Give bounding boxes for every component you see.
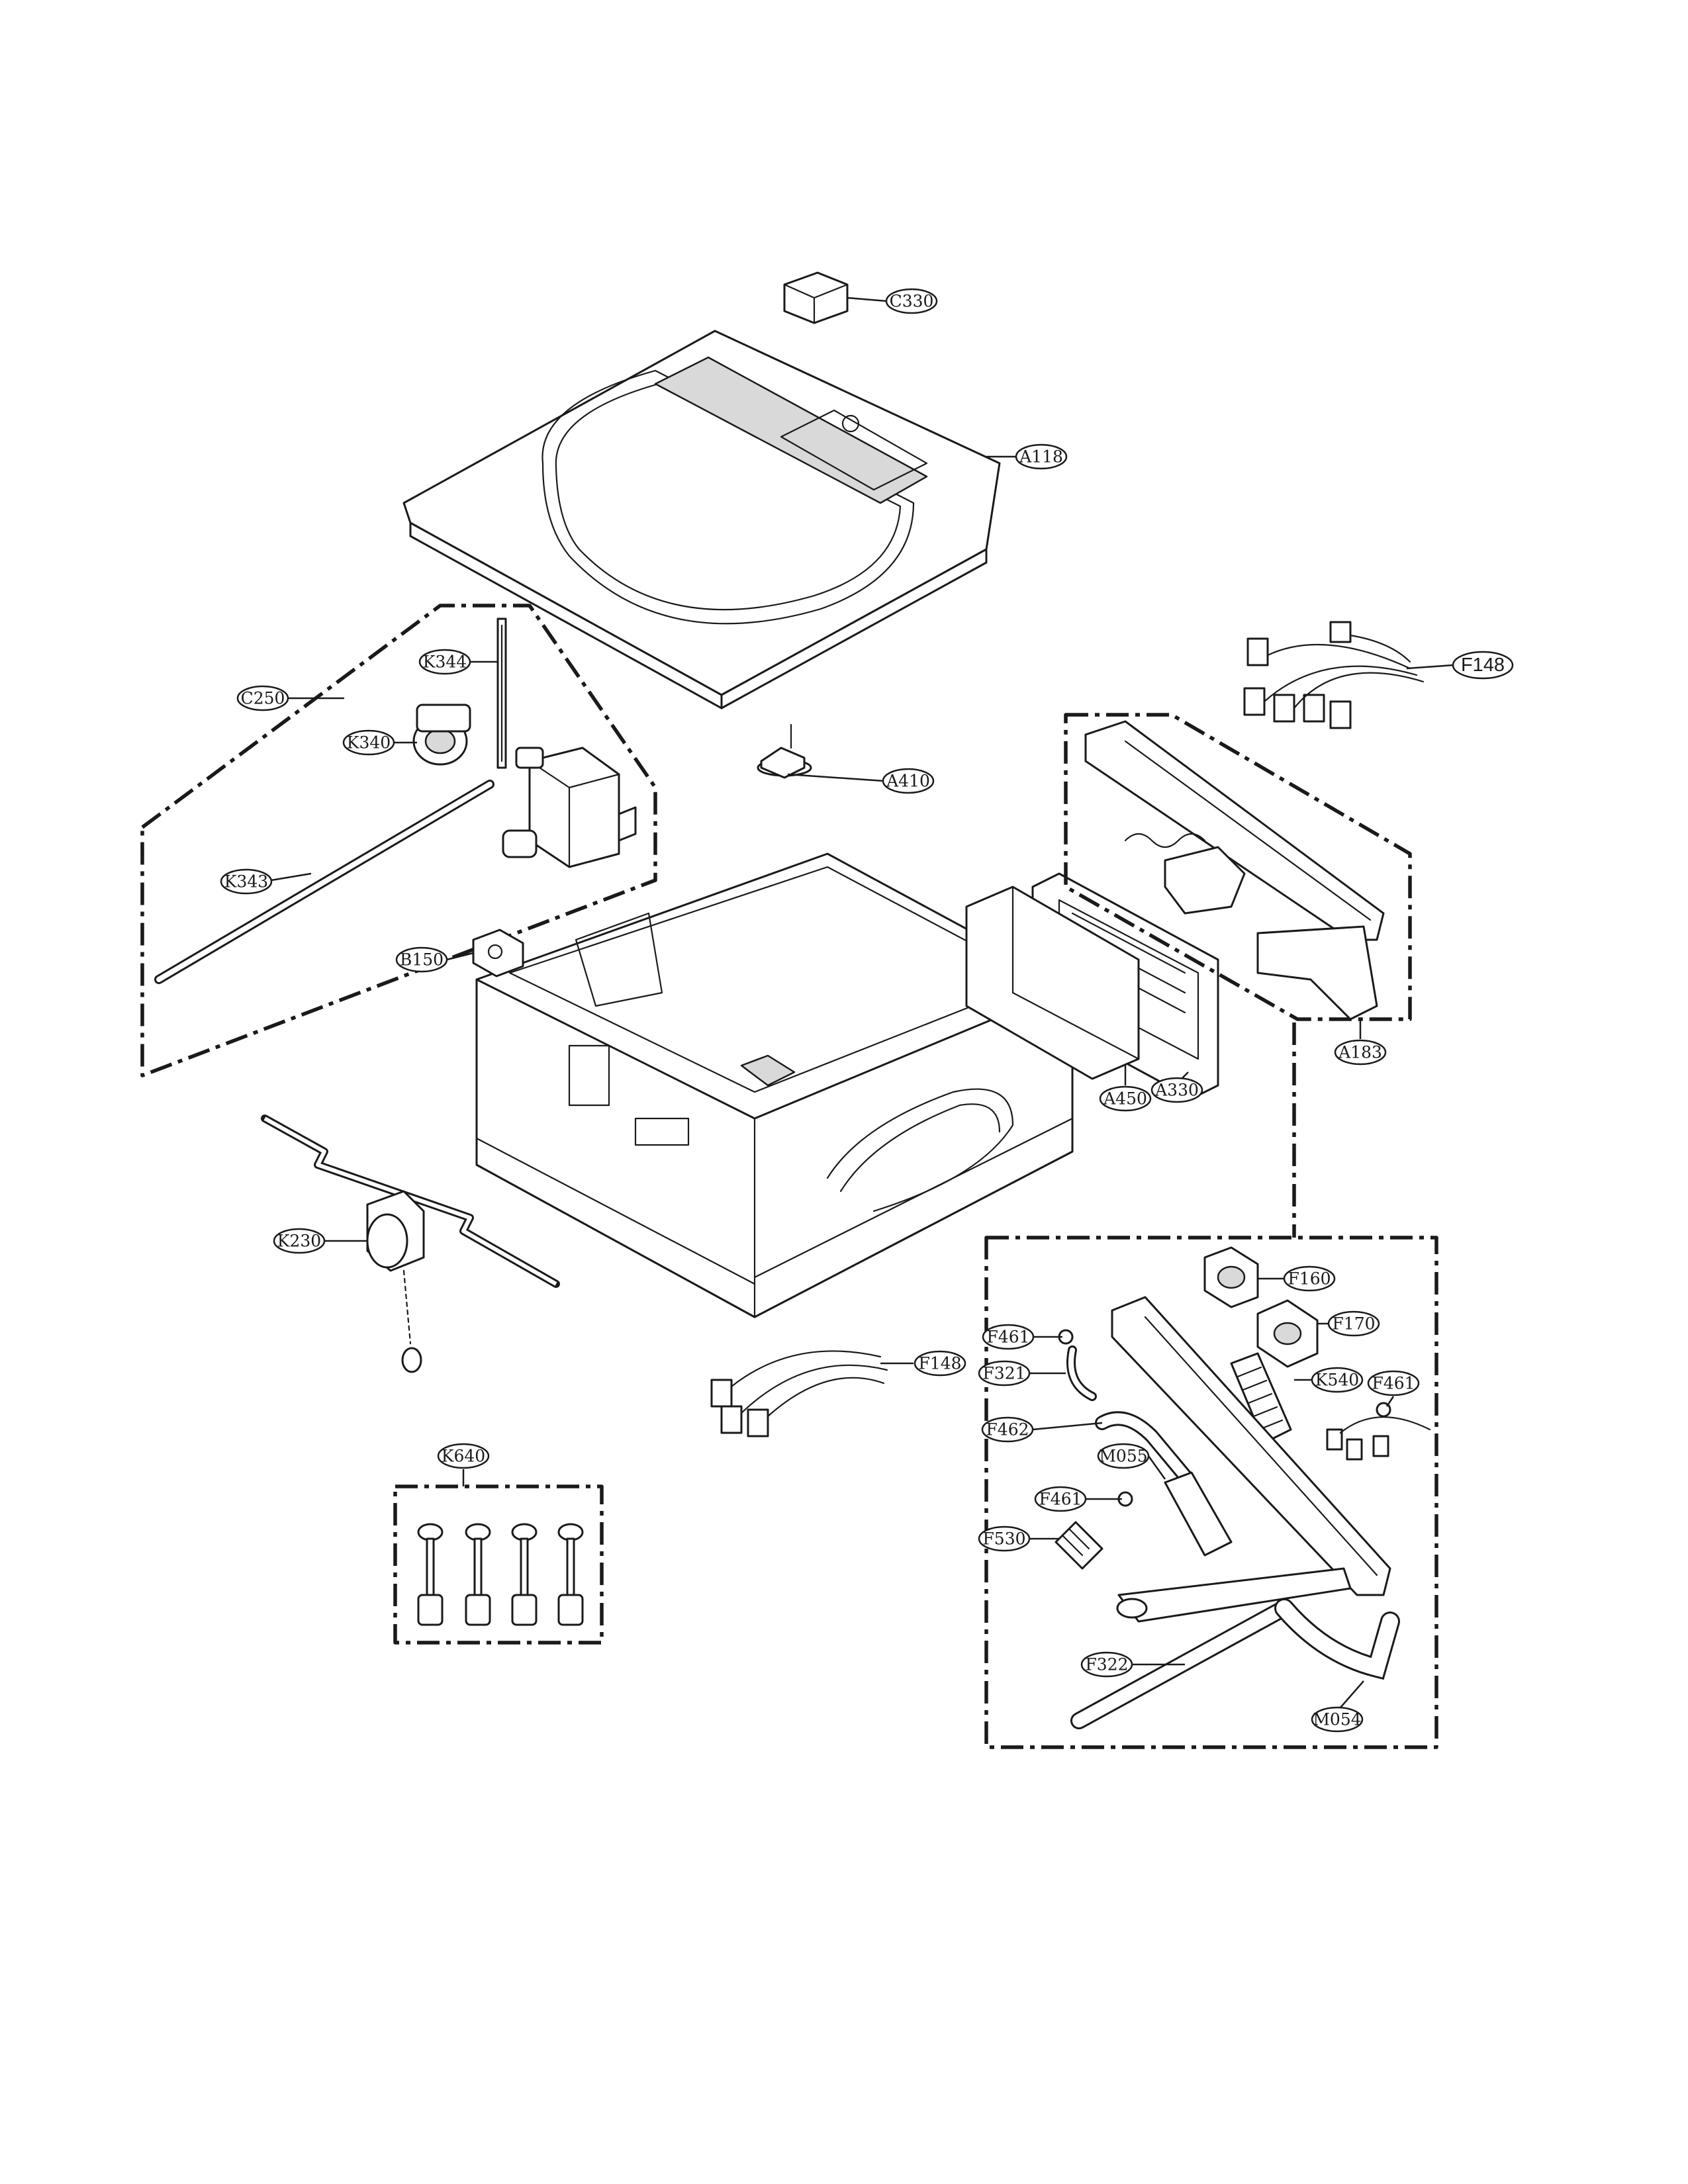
callout-f530[interactable]: F530 [978, 1525, 1031, 1552]
callout-label: A118 [1019, 447, 1063, 467]
water-valve-f170[interactable] [1256, 1299, 1319, 1368]
callout-k343[interactable]: K343 [220, 868, 273, 895]
callout-label: F461 [1372, 1374, 1415, 1393]
callout-label: F160 [1288, 1269, 1331, 1289]
rod-k344[interactable] [496, 617, 507, 769]
hose-m055[interactable] [1164, 1471, 1233, 1557]
callout-label: F322 [1085, 1655, 1128, 1674]
suspension-rods-k640[interactable] [417, 1523, 584, 1626]
callout-label: F530 [982, 1529, 1025, 1549]
callout-f148-top[interactable]: F148 [1452, 651, 1514, 680]
callout-f461-c[interactable]: F461 [1034, 1486, 1087, 1512]
callout-a410[interactable]: A410 [882, 768, 935, 794]
callout-label: K640 [442, 1447, 485, 1466]
callout-label: K344 [423, 653, 467, 672]
callout-label: A450 [1103, 1089, 1147, 1109]
callout-k640[interactable]: K640 [437, 1443, 490, 1469]
callout-m055[interactable]: M055 [1097, 1443, 1150, 1469]
box-a450[interactable] [965, 886, 1140, 1080]
hose-f530[interactable] [1055, 1521, 1103, 1570]
callout-label: F462 [986, 1420, 1029, 1439]
motor-k230[interactable] [261, 1115, 560, 1373]
callout-label: F461 [986, 1328, 1029, 1347]
wiring-harness-f148-mid[interactable] [710, 1350, 888, 1437]
callout-label: M055 [1099, 1447, 1147, 1466]
callout-c250[interactable]: C250 [236, 685, 289, 711]
callout-a118[interactable]: A118 [1015, 443, 1068, 470]
callout-k540[interactable]: K540 [1311, 1367, 1364, 1393]
callout-a450[interactable]: A450 [1099, 1085, 1152, 1112]
clamp-f461[interactable] [1058, 1329, 1391, 1507]
leader-lines [271, 296, 1454, 1708]
sensor-a410[interactable] [757, 723, 812, 779]
wiring-harness-f148-top[interactable] [1243, 621, 1425, 729]
callout-label: F461 [1039, 1490, 1082, 1509]
callout-label: A330 [1154, 1081, 1199, 1100]
callout-label: C250 [241, 689, 285, 708]
callout-label: M054 [1313, 1710, 1361, 1729]
valve-body-left-group[interactable] [502, 747, 637, 868]
callout-label: F321 [982, 1364, 1025, 1383]
bracket-b150[interactable] [472, 929, 524, 978]
callout-f462[interactable]: F462 [981, 1416, 1034, 1443]
callout-label: K343 [224, 872, 268, 891]
group-outline-k640 [393, 1484, 604, 1645]
callout-a183[interactable]: A183 [1334, 1039, 1387, 1066]
callout-c330[interactable]: C330 [885, 288, 938, 314]
harness-small-right[interactable] [1326, 1416, 1431, 1461]
callout-k344[interactable]: K344 [418, 649, 471, 675]
callout-b150[interactable]: B150 [395, 946, 448, 973]
callout-f461-b[interactable]: F461 [1367, 1370, 1420, 1396]
pump-k340[interactable] [412, 704, 471, 766]
callout-label: C330 [890, 292, 934, 311]
callout-f148-mid[interactable]: F148 [914, 1350, 966, 1377]
callout-label: F170 [1332, 1314, 1375, 1334]
callout-label: K340 [347, 733, 391, 752]
callout-label: F148 [1461, 655, 1505, 676]
callout-m054[interactable]: M054 [1311, 1706, 1364, 1733]
hose-m054[interactable] [1274, 1598, 1400, 1680]
water-valve-f160[interactable] [1203, 1246, 1259, 1308]
callout-f321[interactable]: F321 [978, 1360, 1031, 1387]
manifold-a183[interactable] [1084, 720, 1385, 1021]
callout-a330[interactable]: A330 [1150, 1077, 1203, 1103]
cap-c330[interactable] [783, 271, 849, 324]
callout-f322[interactable]: F322 [1080, 1651, 1133, 1678]
callout-label: K230 [277, 1232, 321, 1251]
callout-f170[interactable]: F170 [1327, 1310, 1380, 1337]
callout-label: F148 [918, 1354, 961, 1373]
callout-k340[interactable]: K340 [342, 729, 395, 756]
callout-f160[interactable]: F160 [1283, 1265, 1336, 1292]
callout-label: A410 [886, 772, 930, 791]
group-outline-c250 [140, 604, 657, 1077]
manifold-lower[interactable] [1111, 1296, 1391, 1623]
group-outline-valves [984, 1236, 1438, 1749]
callout-label: A183 [1338, 1043, 1382, 1062]
group-outline-a183 [1064, 713, 1412, 1021]
hose-f321[interactable] [1066, 1345, 1097, 1401]
callout-k230[interactable]: K230 [273, 1228, 326, 1254]
callout-label: K540 [1315, 1371, 1359, 1390]
callout-label: B150 [400, 950, 444, 970]
cabinet-base[interactable] [475, 852, 1074, 1318]
callout-f461-a[interactable]: F461 [982, 1324, 1035, 1350]
hose-f462[interactable] [1095, 1411, 1192, 1483]
top-cover-a118[interactable] [402, 330, 1001, 709]
rod-k343[interactable] [154, 780, 494, 984]
